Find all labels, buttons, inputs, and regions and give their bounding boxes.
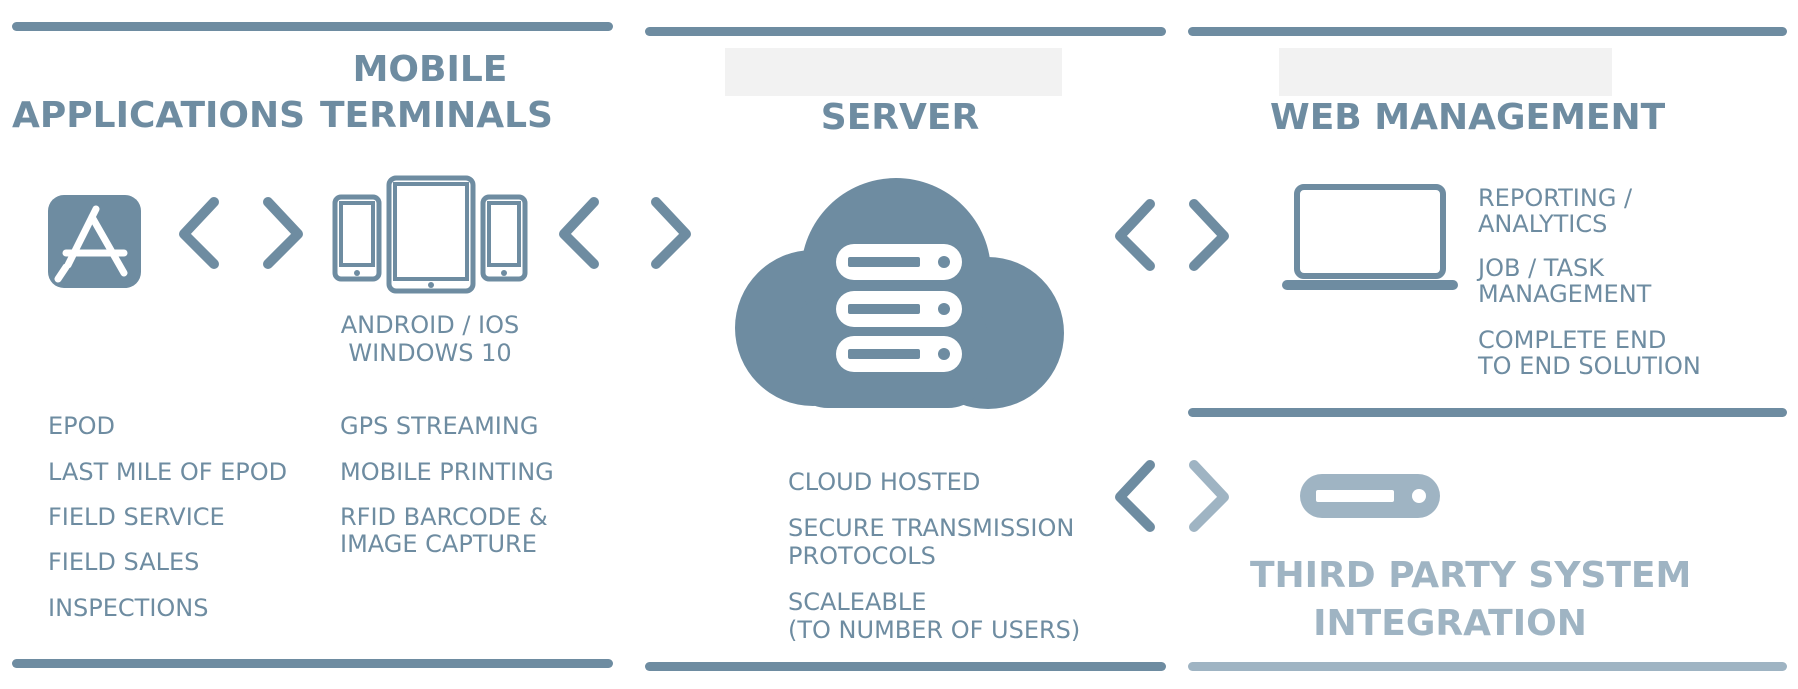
chevron-pair-icon <box>559 197 691 269</box>
cloud-server-icon <box>735 178 1064 409</box>
list-item: MANAGEMENT <box>1478 280 1652 308</box>
list-item: COMPLETE END <box>1478 326 1667 354</box>
web-management-title: WEB MANAGEMENT <box>1270 97 1666 138</box>
list-item: IMAGE CAPTURE <box>340 530 537 558</box>
mobile-terminals-title-line2: TERMINALS <box>320 95 553 136</box>
mid-rule-right <box>1188 408 1787 417</box>
laptop-icon <box>1282 184 1458 290</box>
chevron-pair-icon <box>179 197 303 269</box>
list-item: FIELD SERVICE <box>48 503 225 531</box>
server-unit-icon <box>1300 474 1440 518</box>
list-item: FIELD SALES <box>48 548 200 576</box>
list-item: TO END SOLUTION <box>1478 352 1701 380</box>
mobile-platforms-line2: WINDOWS 10 <box>348 339 512 367</box>
list-item: (TO NUMBER OF USERS) <box>788 616 1081 644</box>
chevron-pair-icon <box>1115 460 1229 532</box>
list-item: REPORTING / <box>1478 184 1633 212</box>
list-item: PROTOCOLS <box>788 542 936 570</box>
top-rule-left <box>12 22 613 31</box>
list-item: SCALEABLE <box>788 588 927 616</box>
list-item: LAST MILE OF EPOD <box>48 458 288 486</box>
list-item: EPOD <box>48 412 116 440</box>
top-rule-right <box>1188 27 1787 36</box>
applications-title: APPLICATIONS <box>12 95 306 136</box>
app-store-icon <box>48 195 141 288</box>
list-item: MOBILE PRINTING <box>340 458 554 486</box>
web-header-placeholder <box>1279 48 1612 96</box>
list-item: CLOUD HOSTED <box>788 468 981 496</box>
mobile-terminals-title-line1: MOBILE <box>352 49 508 90</box>
list-item: JOB / TASK <box>1478 254 1604 282</box>
mobile-devices-icon <box>332 175 528 294</box>
list-item: GPS STREAMING <box>340 412 539 440</box>
list-item: ANALYTICS <box>1478 210 1608 238</box>
list-item: SECURE TRANSMISSION <box>788 514 1075 542</box>
bottom-rule-left <box>12 659 613 668</box>
top-rule-center <box>645 27 1166 36</box>
mobile-platforms-line1: ANDROID / IOS <box>340 311 520 339</box>
server-header-placeholder <box>725 48 1062 96</box>
list-item: RFID BARCODE & <box>340 503 548 531</box>
list-item: INSPECTIONS <box>48 594 209 622</box>
third-party-title-line2: INTEGRATION <box>1313 603 1587 644</box>
bottom-rule-right <box>1188 662 1787 671</box>
bottom-rule-center <box>645 662 1166 671</box>
chevron-pair-icon <box>1115 199 1229 271</box>
server-title: SERVER <box>820 97 980 138</box>
third-party-title-line1: THIRD PARTY SYSTEM <box>1250 555 1692 596</box>
